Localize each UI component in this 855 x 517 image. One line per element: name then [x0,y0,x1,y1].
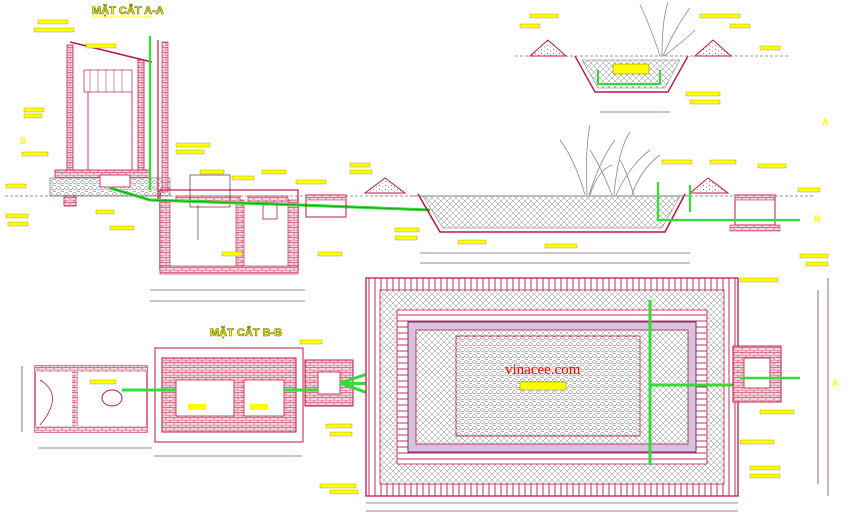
wetland-section [363,177,800,233]
wetland-cross-section [515,1,790,93]
section-mark-a-right: A [832,378,839,388]
section-marker-icon: B B A A [20,117,839,388]
section-mark-a-top: A [822,117,829,127]
cross-section-label-box [612,63,650,75]
section-a-title: MẶT CẮT A-A [92,4,164,17]
toilet-house [49,36,171,207]
toilet-plan [34,365,148,433]
section-a-a: MẶT CẮT A-A [5,4,815,275]
annotation-labels [5,13,829,495]
plant-icon [559,124,661,196]
roof-line [69,41,153,63]
window-grille [83,69,133,93]
watermark: vinacee.com [505,362,581,378]
section-mark-b-right: B [814,214,821,224]
septic-tank [159,174,299,275]
plan-view: MẶT CẮT B-B vinacee.com [34,277,800,497]
dimension-lines [21,111,829,512]
toilet-pan [99,174,131,188]
section-mark-b-left: B [20,136,27,146]
plant-icon [639,1,696,57]
section-b-title: MẶT CẮT B-B [210,326,282,339]
